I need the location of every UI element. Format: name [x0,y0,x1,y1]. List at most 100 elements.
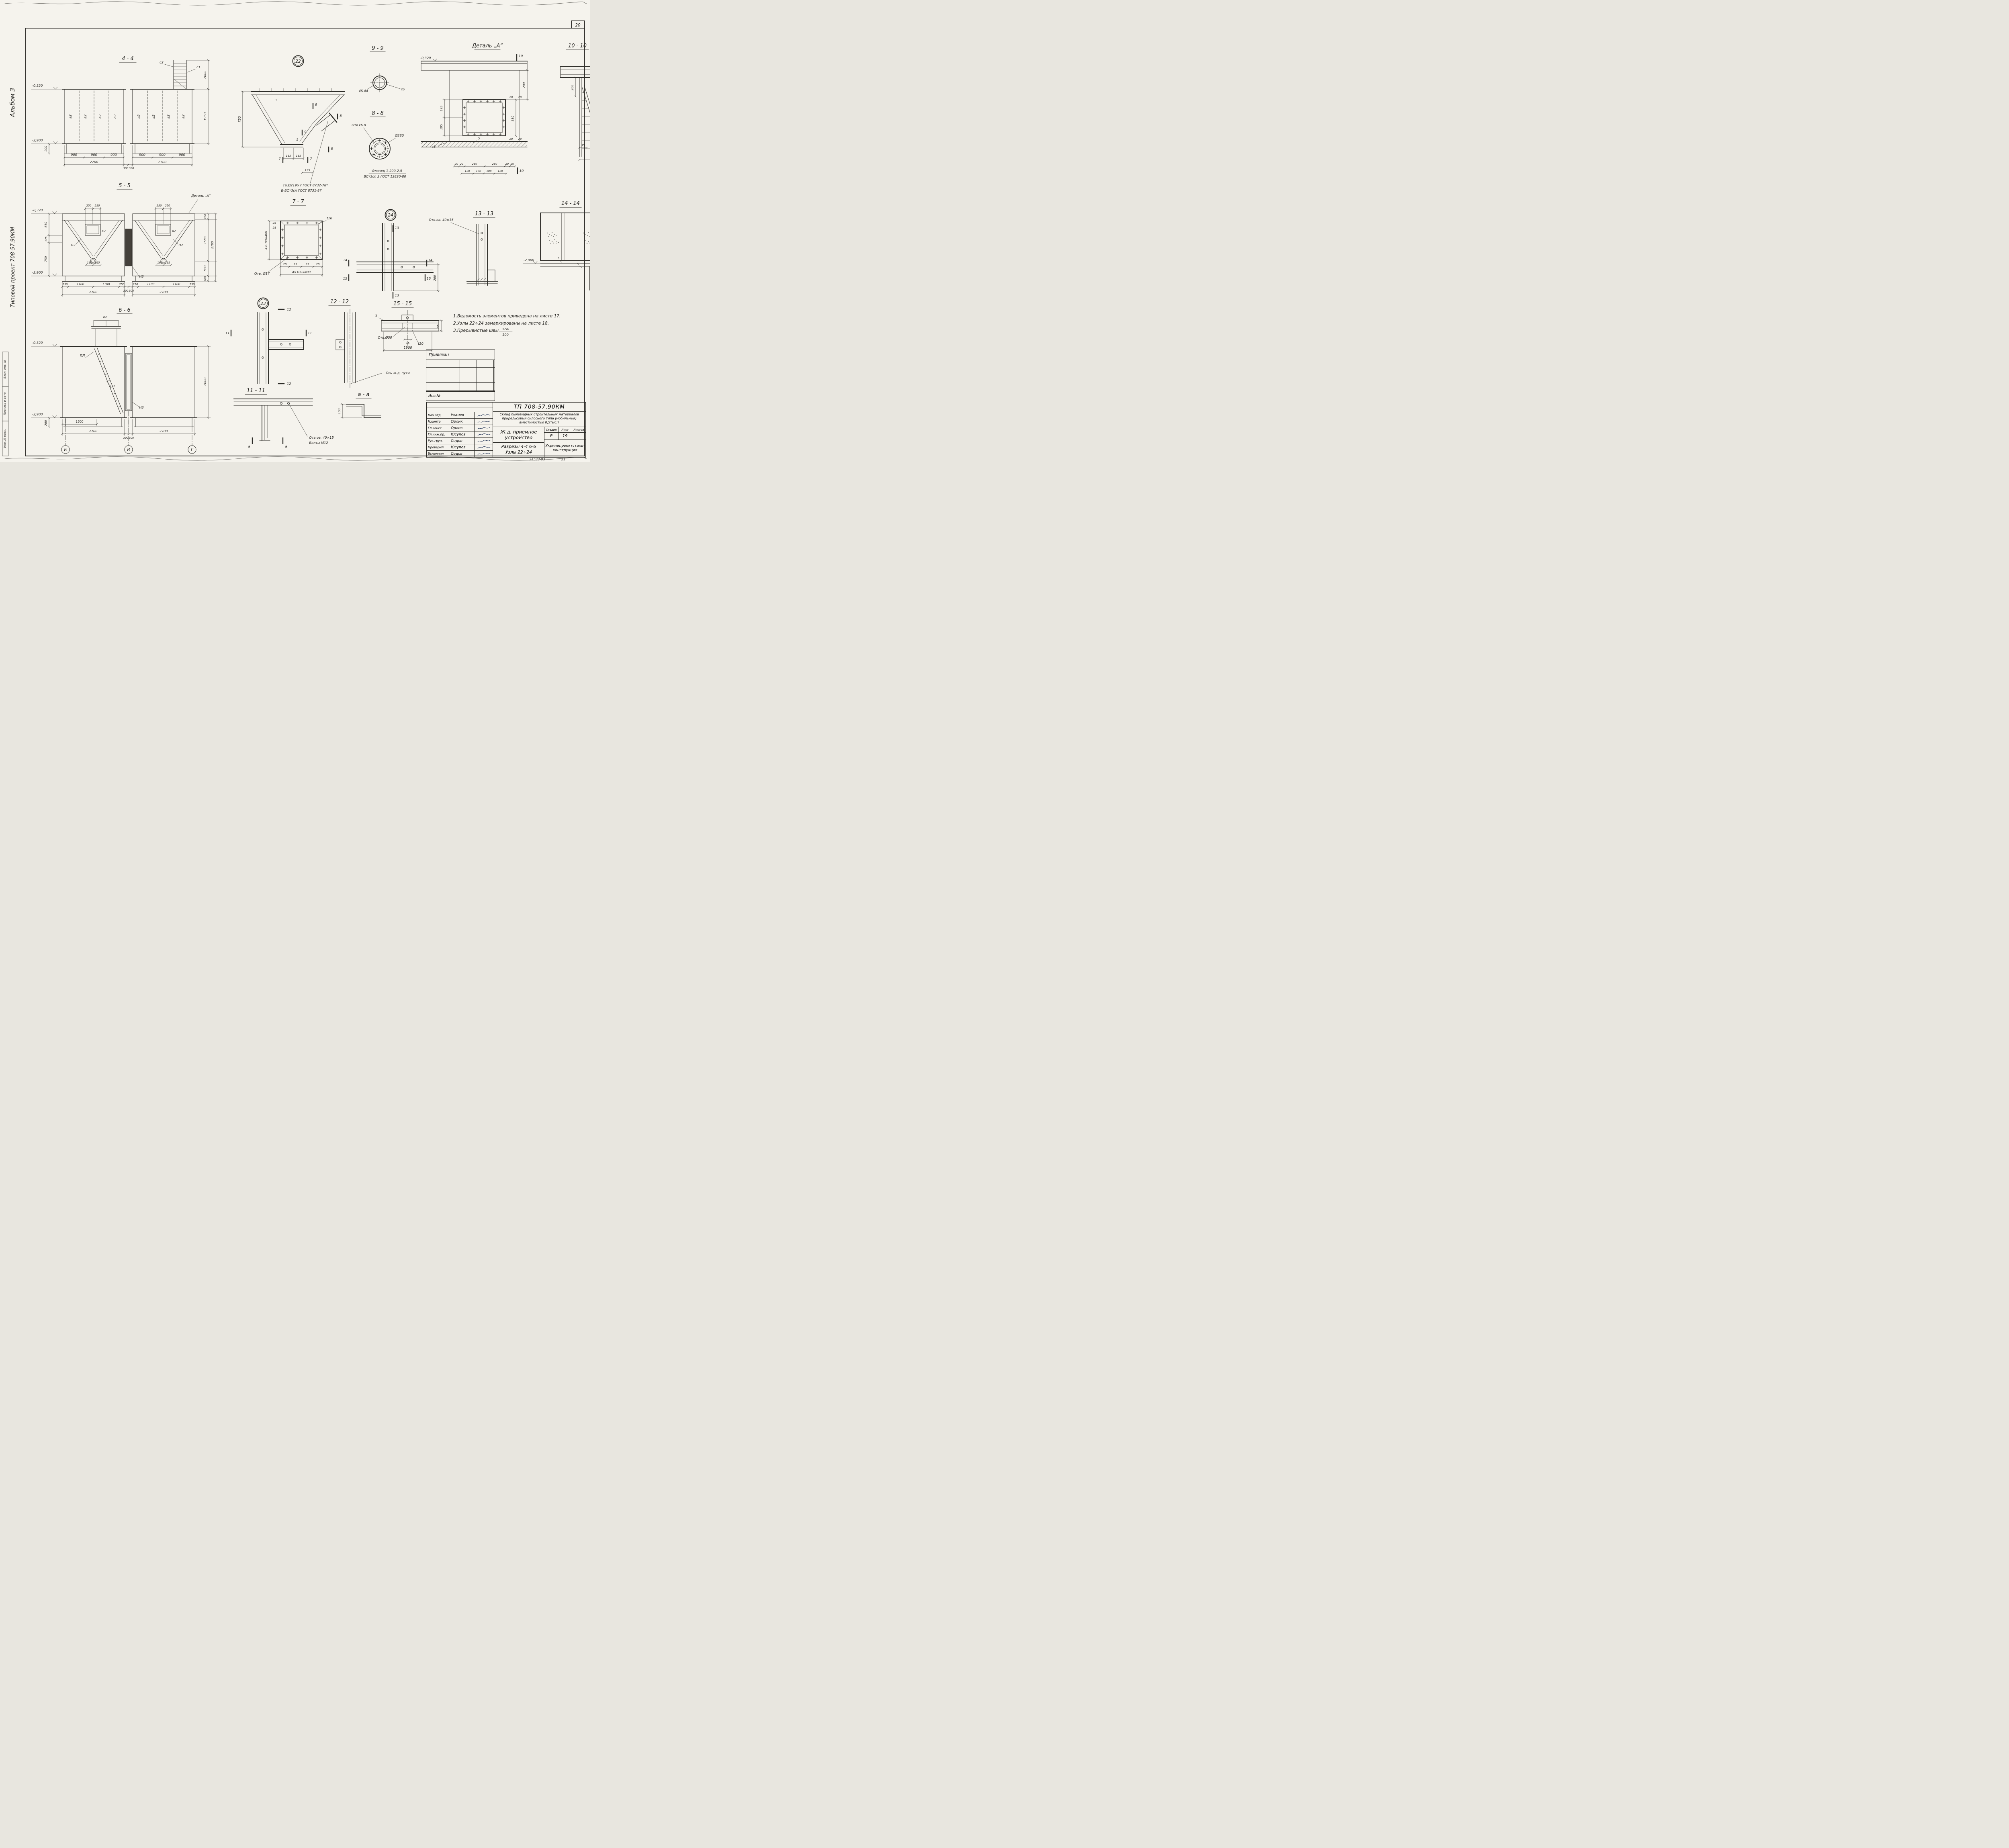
weld-label: 5 [478,137,480,140]
dim-label: t20 [418,341,423,345]
axis-bubble-label: В [127,448,130,452]
dim-label: Отв.ов. 40×15 [309,435,333,440]
view-title: 7 - 7 [292,199,304,205]
section-9-9: 9 - 9 Ø144 t6 [359,45,405,93]
view-title: 10 - 10 [568,43,587,49]
dim-label: 1950 [203,112,207,121]
dim-label: 2000 [203,378,207,386]
section-15-15: 15 - 15 3 55 Отв.Ø50 45 t20 1900 [375,301,443,352]
cut-marker-label: а [285,444,287,448]
role-label: Гл.конст [427,425,449,431]
node-22: 22 9 9 8 8 7 7 5 5 5 750 165 165 125 Тр.… [237,55,345,192]
dim-label: 250 [165,204,170,207]
note-fraction-top: 3-50 [502,327,509,331]
drawing-sheet: 20 24533-03 21 Взам. инв. № Подпись и да… [0,0,590,462]
elev-label: -0,320 [32,208,43,212]
dim-label: 2780 [211,241,214,249]
dim-label: 300 [129,436,134,440]
dim-label: t6 [401,87,405,91]
doc-page: 21 [561,457,565,461]
elev-label: -2,900 [524,258,534,262]
dim-label: t10 [327,216,332,220]
dim-label: 750 [44,256,48,262]
view-title: а - а [358,392,370,398]
section-a-a: а - а 100 [338,392,381,419]
dim-label: t6 [432,145,436,149]
dim-label: 195 [440,106,443,112]
signature [475,451,493,457]
dim-label: 20 [460,162,464,166]
cut-marker-label: 13 [395,293,399,297]
cut-marker-label: 11 [225,331,229,335]
dim-label: Болты М12 [309,441,328,445]
item-label: ПЛ [80,354,85,358]
dim-label: 165 [158,261,163,264]
item-label: С3 [110,384,115,388]
cut-marker-label: 9 [304,130,306,134]
signature [475,419,493,425]
panel-label: в2 [151,114,155,119]
elev-label: -0,320 [32,341,43,345]
cut-marker-label: 10 [519,54,523,58]
cut-marker-label: 15 [343,276,347,280]
weld-label: 5 [577,262,579,266]
sheets-value [572,433,585,440]
name-value: Седов [449,438,475,444]
panel-label: в2 [166,114,170,119]
staff-row: Гл.инж.пр.Юсупов [427,431,493,438]
node-23: 23 12 12 11 11 [225,297,312,386]
signature [475,425,493,431]
stage-header: Стадия [544,427,559,432]
dim-label: 20 [505,162,509,166]
cut-marker-label: а [248,444,250,448]
dim-label: 900 [110,153,117,157]
dim-label: 28 [316,263,320,266]
dim-label: 45 [406,341,410,345]
role-label: Проверил [427,444,449,450]
cut-marker-label: 7 [278,157,281,161]
view-title: 8 - 8 [372,110,384,117]
dim-label: 800 [203,266,207,272]
axis-bubble-label: Г [191,448,194,452]
note-line: 1.Ведомость элементов приведена на листе… [453,314,561,319]
role-label: Н.контр [427,419,449,425]
spec-text: Б-БСт3сп ГОСТ 8731-87 [281,188,322,192]
dim-label: 250 [119,283,125,286]
dim-label: 165 [95,261,100,264]
node-number: 22 [295,59,301,64]
dim-label: 250 [63,283,68,286]
sheet-frame: 20 24533-03 21 [4,1,587,461]
dim-label: 4×100=400 [292,270,311,274]
dim-label: 2700 [90,160,98,164]
name-value: Уханев [449,412,475,418]
sheet-number-box [571,20,585,29]
dim-label: 20 [518,137,522,141]
item-label: Н2 [178,243,183,247]
dim-label: 100 [487,170,492,173]
dim-label: 200 [571,85,574,91]
view-title: 9 - 9 [372,45,384,51]
spec-text: ВСт3сп 2 ГОСТ 12820-80 [364,174,406,178]
view-title: 15 - 15 [393,301,412,307]
callout-label: Ось ж.д. пути [386,371,410,375]
elev-label: -2,900 [32,138,43,142]
note-line: 2.Узлы 22÷24 замаркированы на листе 18. [453,321,549,326]
sheet-content-line: Узлы 22÷24 [505,450,532,455]
panel-label: а2 [137,114,141,119]
section-7-7: 7 - 7 t10 Отв. Ø17 4×100=400 28 28 28 35… [254,199,332,277]
dim-label: 250 [86,204,92,207]
object-name: Ж.д. приемное устройство [493,427,544,443]
dim-label: 250 [190,283,195,286]
dim-label: 900 [179,153,185,157]
spec-text: Тр.Ø219×7 ГОСТ 8732-78* [283,183,328,187]
panel-label: в2 [172,229,176,233]
dim-label: 2700 [89,290,98,294]
view-title: 5 - 5 [119,183,131,189]
section-4-4: 4 - 4 с2 с1 а2 в2 в2 а2 а2 в2 в2 а2 -0,3… [31,56,210,170]
dim-label: 300 [129,167,134,170]
dim-label: 1100 [147,282,154,286]
dim-label: Отв.ов. 40×15 [429,218,453,222]
spec-text: Фланец 1-200-2,5 [372,169,402,173]
